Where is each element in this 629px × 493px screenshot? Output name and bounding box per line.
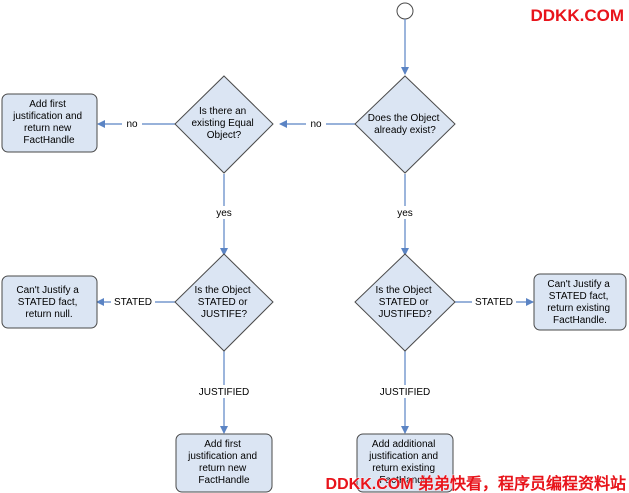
edge-labels: no no yes yes STATED STATED JUSTIFIED JU… [111,117,516,398]
process-cant-justify-left-text: Can't Justify a STATED fact, return null… [16,285,81,320]
process-add-first-bottom: Add first justification and return new F… [175,433,273,493]
decision-object-exists-text: Does the Object already exist? [368,113,443,136]
watermark-bottom: DDKK.COM 弟弟快看，程序员编程资料站 [326,474,626,493]
edge-label-yes-2: yes [397,208,413,219]
process-add-first-top-text: Add first justification and return new F… [12,99,85,146]
decision-object-exists: Does the Object already exist? [354,75,456,174]
edge-label-yes-1: yes [216,208,232,219]
watermark-top: DDKK.COM [531,6,625,25]
edge-label-no-2: no [126,119,138,130]
decision-stated-or-justified-right-text: Is the Object STATED or JUSTIFED? [376,285,435,320]
process-add-first-top: Add first justification and return new F… [1,93,98,153]
edge-label-justified-left: JUSTIFIED [199,387,250,398]
edge-label-stated-right: STATED [475,297,513,308]
process-add-additional-text: Add additional justification and return … [368,439,441,486]
decision-equal-object: Is there an existing Equal Object? [174,75,274,174]
connectors [96,19,534,434]
edge-label-stated-left: STATED [114,297,152,308]
process-add-first-bottom-text: Add first justification and return new F… [187,439,260,486]
decision-equal-object-text: Is there an existing Equal Object? [191,106,256,141]
process-cant-justify-right-text: Can't Justify a STATED fact, return exis… [547,279,613,326]
process-cant-justify-left: Can't Justify a STATED fact, return null… [1,275,98,329]
edge-label-justified-right: JUSTIFIED [380,387,431,398]
process-add-additional: Add additional justification and return … [356,433,454,493]
decision-stated-or-justified-right: Is the Object STATED or JUSTIFED? [354,253,456,352]
decision-stated-or-justified-left-text: Is the Object STATED or JUSTIFE? [195,285,254,320]
decision-stated-or-justified-left: Is the Object STATED or JUSTIFE? [174,253,274,352]
process-cant-justify-right: Can't Justify a STATED fact, return exis… [533,273,627,331]
start-node [396,2,414,20]
edge-label-no-1: no [310,119,322,130]
